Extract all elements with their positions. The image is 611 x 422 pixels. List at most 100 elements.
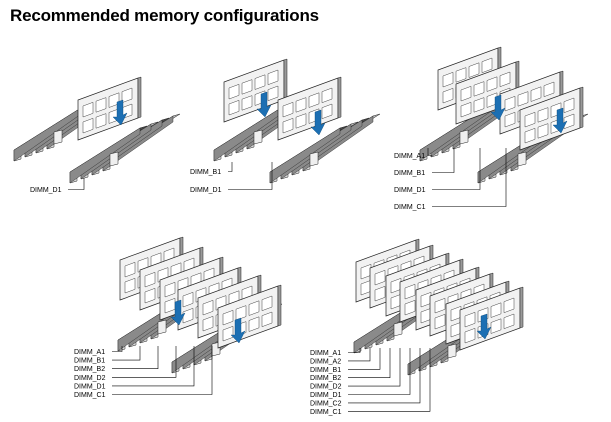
- memory-chip: [248, 300, 260, 316]
- memory-chip: [503, 313, 515, 330]
- slot-label: DIMM_A2: [310, 358, 341, 365]
- slot-clip: [393, 321, 403, 337]
- memory-chip: [261, 295, 273, 312]
- dimm-slot-bank: [269, 113, 381, 184]
- slot-clip: [459, 129, 469, 145]
- memory-module: [223, 58, 288, 123]
- slot-side: [13, 105, 85, 162]
- insert-arrow-icon: [310, 109, 326, 136]
- memory-chip: [261, 311, 273, 328]
- memory-chip: [404, 283, 416, 300]
- module-edge: [137, 76, 142, 119]
- slot-clip: [447, 343, 457, 359]
- slot-label: DIMM_B2: [74, 366, 105, 373]
- memory-chip: [202, 299, 214, 316]
- insert-arrow-icon: [230, 317, 246, 344]
- memory-chip: [473, 81, 485, 97]
- memory-chip: [164, 297, 176, 314]
- slot-label: DIMM_C1: [310, 409, 342, 416]
- memory-chip: [82, 117, 94, 134]
- memory-chip: [267, 85, 279, 102]
- memory-chip: [144, 271, 156, 288]
- memory-chip: [563, 97, 575, 114]
- memory-module: [77, 76, 142, 141]
- leader-line: [432, 148, 481, 190]
- memory-chip: [464, 327, 476, 344]
- slot-label: DIMM_B1: [74, 358, 105, 365]
- module-edge: [283, 58, 288, 101]
- memory-chip: [537, 123, 549, 139]
- memory-chip: [473, 97, 485, 113]
- memory-chip: [504, 111, 516, 128]
- memory-chip: [241, 95, 253, 111]
- memory-chip: [144, 287, 156, 304]
- slot-label: DIMM_B1: [310, 367, 341, 374]
- slot-label: DIMM_D1: [74, 383, 106, 390]
- slot-label: DIMM_C2: [310, 400, 342, 407]
- memory-chip: [374, 285, 386, 302]
- memory-chip: [164, 281, 176, 298]
- slot-label: DIMM_B2: [310, 375, 341, 382]
- memory-chip: [468, 62, 480, 78]
- memory-chip: [420, 291, 432, 308]
- memory-chip: [537, 107, 549, 123]
- leader-line: [228, 162, 233, 172]
- memory-chip: [434, 297, 446, 314]
- memory-chip: [108, 92, 120, 108]
- leader-line: [228, 162, 273, 190]
- slot-label: DIMM_D2: [310, 384, 342, 391]
- slot-label: DIMM_B1: [190, 169, 221, 176]
- memory-chip: [374, 269, 386, 286]
- memory-chip: [390, 277, 402, 294]
- memory-chip: [321, 87, 333, 104]
- leader-line: [112, 346, 177, 378]
- insert-arrow-icon: [112, 99, 128, 126]
- memory-chip: [308, 92, 320, 108]
- memory-chip: [499, 71, 511, 88]
- dimm-slot-bank: [69, 113, 181, 184]
- leader-line: [112, 346, 195, 387]
- slot-clip: [309, 151, 319, 167]
- slot-side: [69, 127, 141, 184]
- slot-label: DIMM_C1: [74, 392, 106, 399]
- memory-chip: [295, 113, 307, 129]
- leader-line: [432, 148, 455, 173]
- memory-chip: [481, 57, 493, 74]
- memory-chip: [95, 97, 107, 113]
- memory-chip: [121, 87, 133, 104]
- memory-chip: [460, 85, 472, 102]
- memory-chip: [222, 309, 234, 326]
- leader-line: [348, 348, 371, 362]
- slot-label: DIMM_D2: [74, 375, 106, 382]
- memory-chip: [228, 83, 240, 100]
- memory-chip: [486, 92, 498, 108]
- leader-line: [348, 348, 401, 387]
- leader-line: [348, 348, 361, 353]
- memory-chip: [503, 297, 515, 314]
- slot-clip: [157, 319, 167, 335]
- memory-chip: [434, 313, 446, 330]
- module-edge: [337, 76, 342, 119]
- memory-chip: [254, 74, 266, 90]
- slot-label: DIMM_A1: [310, 350, 341, 357]
- insert-arrow-icon: [476, 313, 492, 340]
- memory-chip: [182, 291, 194, 308]
- memory-chip: [524, 111, 536, 128]
- memory-chip: [404, 299, 416, 316]
- leader-line: [112, 346, 213, 395]
- memory-chip: [95, 113, 107, 129]
- memory-chip: [464, 311, 476, 328]
- memory-chip: [321, 103, 333, 120]
- module-edge: [277, 284, 282, 327]
- insert-arrow-icon: [552, 107, 568, 134]
- module-edge: [579, 86, 584, 129]
- page-title: Recommended memory configurations: [10, 6, 319, 25]
- insert-arrow-icon: [256, 91, 272, 118]
- slot-clip: [517, 151, 527, 167]
- memory-chip: [295, 97, 307, 113]
- memory-chip: [282, 101, 294, 118]
- memory-module: [277, 76, 342, 141]
